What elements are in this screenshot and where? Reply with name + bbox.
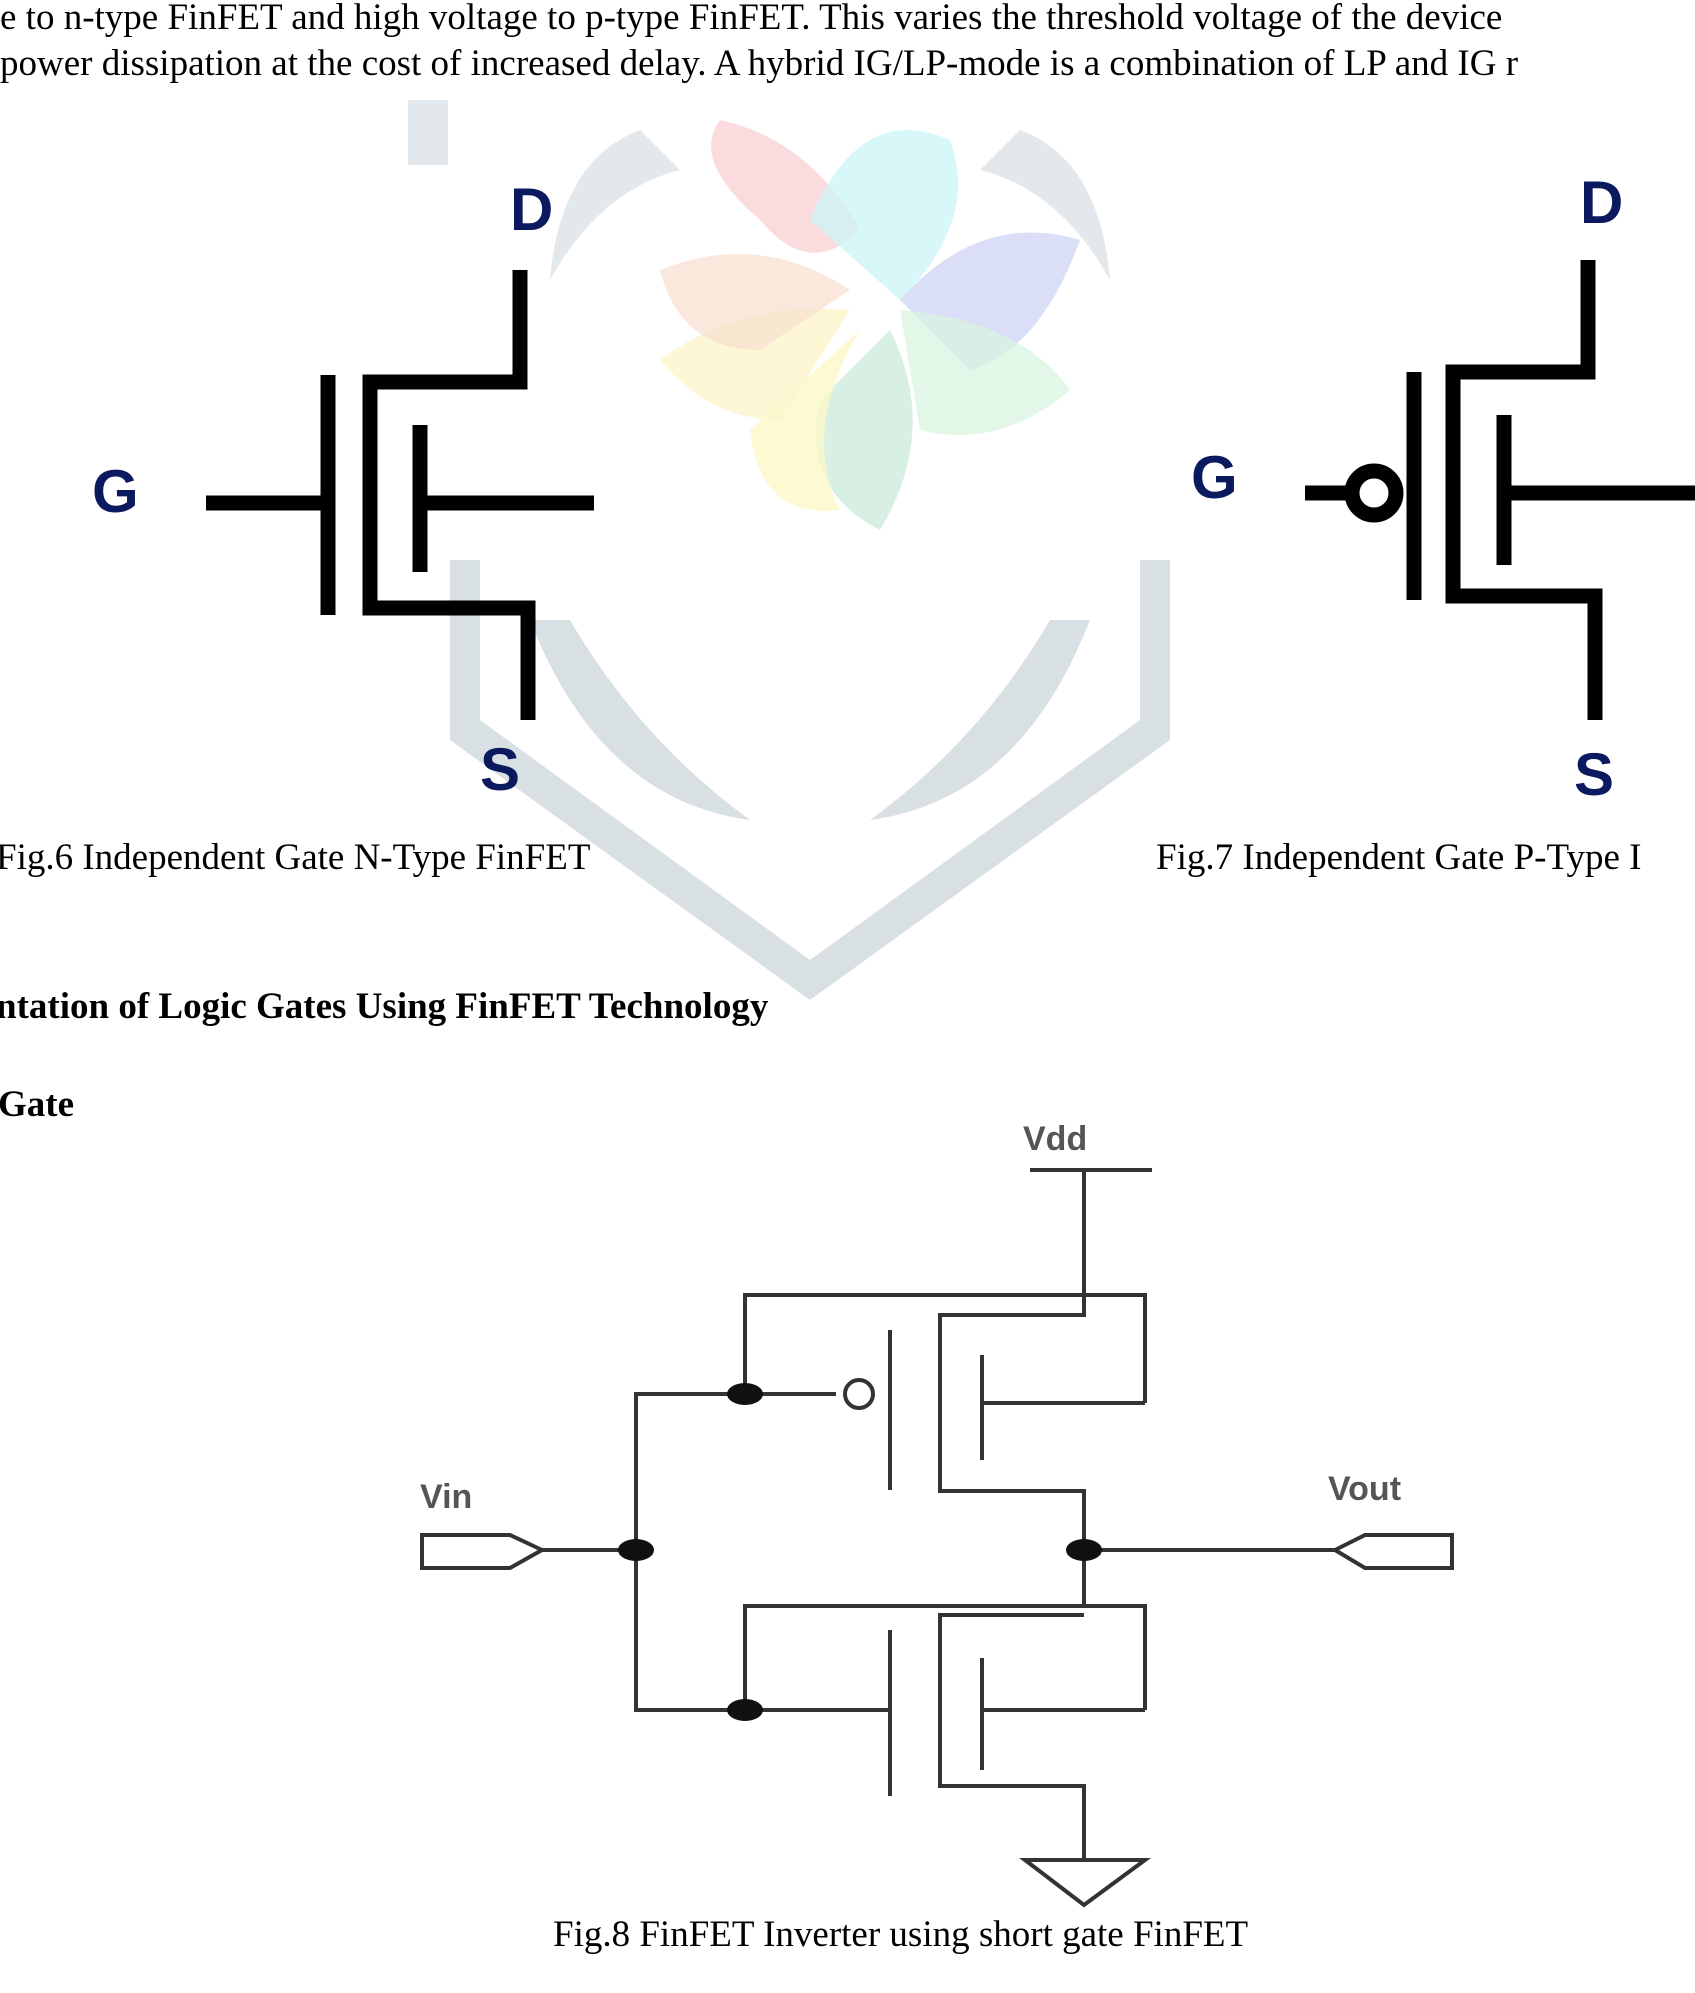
body-text-line-2: power dissipation at the cost of increas… (0, 43, 1519, 84)
watermark-leaf (980, 130, 1110, 280)
junction-dot (1066, 1539, 1102, 1561)
fig7-drain-label: D (1580, 169, 1623, 236)
vout-label: Vout (1328, 1470, 1401, 1508)
watermark-petal (750, 330, 860, 511)
fig7-channel (1445, 260, 1603, 720)
pmos-channel (938, 1295, 1086, 1550)
pmos-backgate-wire (743, 1293, 1147, 1403)
nmos-channel (938, 1613, 1086, 1860)
fig6-channel (362, 270, 536, 720)
vin-port (420, 1533, 547, 1570)
fig7-source-label: S (1574, 741, 1614, 808)
vdd-label: Vdd (1023, 1120, 1087, 1158)
watermark-bar-left (408, 100, 448, 165)
fig6-gate-label: G (92, 458, 139, 525)
ground-symbol (1019, 1858, 1152, 1908)
vin-label: Vin (420, 1478, 472, 1516)
body-text-line-1: e to n-type FinFET and high voltage to p… (0, 0, 1503, 38)
fig6-drain-label: D (510, 176, 553, 243)
fig6-caption: Fig.6 Independent Gate N-Type FinFET (0, 837, 591, 878)
junction-dot (727, 1699, 763, 1721)
watermark-petal (816, 330, 913, 530)
subsection-heading: Gate (0, 1084, 75, 1125)
watermark-petal (660, 254, 850, 350)
watermark-logo (408, 100, 1170, 1000)
fig6-ntype-finfet-diagram: D G S (92, 176, 594, 803)
fig8-caption: Fig.8 FinFET Inverter using short gate F… (553, 1914, 1249, 1955)
fig6-source-label: S (480, 736, 520, 803)
watermark-leaf (550, 130, 680, 280)
nmos-backgate-wire (743, 1604, 1147, 1710)
junction-dot (727, 1383, 763, 1405)
fig7-ptype-finfet-diagram: D G S (1191, 169, 1695, 808)
vout-port (1330, 1533, 1454, 1570)
watermark-petal (810, 130, 959, 300)
fig7-inversion-bubble (1344, 463, 1404, 523)
section-heading: ntation of Logic Gates Using FinFET Tech… (0, 986, 769, 1027)
fig8-inverter-diagram: Vdd Vin Vout (420, 1120, 1454, 1908)
watermark-petal (900, 310, 1070, 435)
pmos-inversion-bubble (843, 1378, 875, 1410)
watermark-wing (530, 620, 750, 820)
fig7-caption: Fig.7 Independent Gate P-Type I (1156, 837, 1642, 878)
junction-dot (618, 1539, 654, 1561)
fig7-gate-label: G (1191, 444, 1238, 511)
watermark-wing (870, 620, 1090, 820)
